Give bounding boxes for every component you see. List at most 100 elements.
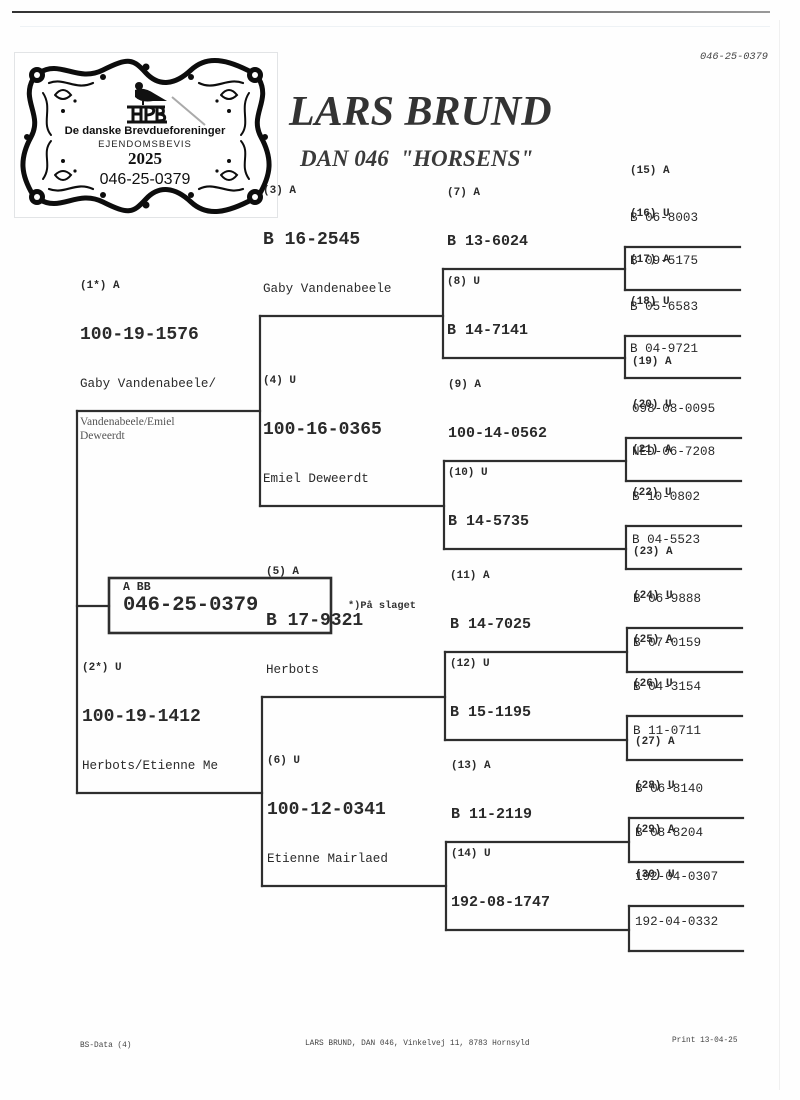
pedigree-node-sire: (1*) A 100-19-1576 Gaby Vandenabeele/: [80, 244, 216, 411]
node-ring: B 04-5523: [632, 533, 701, 547]
node-ring: 192-04-0332: [635, 915, 719, 929]
node-label: (14) U: [451, 848, 491, 860]
node-ring: B 16-2545: [263, 230, 361, 250]
pedigree-node-18: (18) U B 04-9721: [630, 261, 698, 378]
pedigree-node-5: (5) A B 17-9321 Herbots: [266, 530, 363, 697]
pedigree-node-21: (21) A B 10-0802: [632, 409, 700, 526]
pedigree-node-7: (7) A B 13-6024: [447, 151, 528, 269]
node-breeder: Emiel Deweerdt: [263, 472, 369, 486]
node-label: (1*) A: [80, 280, 120, 292]
node-label: (11) A: [450, 570, 490, 582]
pedigree-node-20: (20) U NED-06-7208: [632, 364, 715, 481]
owner-name: LARS BRUND: [289, 89, 552, 135]
node-ring: B 14-7141: [447, 322, 529, 339]
node-ring: B 11-2119: [451, 806, 533, 823]
node-ring: 100-19-1412: [82, 707, 201, 727]
ornamental-frame-icon: [20, 57, 272, 215]
node-label: (18) U: [630, 296, 670, 308]
node-label: (10) U: [448, 467, 488, 479]
node-ring: B 13-6024: [447, 233, 529, 250]
node-label: (26) U: [633, 678, 673, 690]
node-label: (17) A: [630, 254, 670, 266]
node-ring: B 11-0711: [633, 724, 702, 738]
node-ring: B 10-0802: [632, 490, 701, 504]
node-label: (30) U: [635, 869, 675, 881]
node-ring: B 06-8140: [635, 782, 704, 796]
pedigree-node-8: (8) U B 14-7141: [447, 240, 528, 358]
node-label: (16) U: [630, 208, 670, 220]
stamp-year: 2025: [128, 149, 162, 168]
node-ring: 100-12-0341: [267, 800, 386, 820]
association-monogram-icon: [127, 105, 167, 124]
node-ring: B 09-5175: [630, 254, 699, 268]
node-ring: 192-08-1747: [451, 894, 551, 911]
node-label: (7) A: [447, 187, 481, 199]
node-label: (15) A: [630, 165, 670, 177]
node-breeder: Gaby Vandenabeele: [263, 282, 392, 296]
node-label: (8) U: [447, 276, 481, 288]
node-ring: B 04-3154: [633, 680, 702, 694]
node-label: (9) A: [448, 379, 482, 391]
node-label: (24) U: [633, 590, 673, 602]
sire-breeder-continuation: Vandenabeele/Emiel Deweerdt: [80, 415, 175, 443]
pedigree-node-9: (9) A 100-14-0562: [448, 343, 547, 461]
pedigree-node-26: (26) U B 11-0711: [633, 643, 701, 760]
node-label: (28) U: [635, 780, 675, 792]
subject-box-border: [107, 576, 333, 635]
pedigree-node-11: (11) A B 14-7025: [450, 534, 531, 652]
pedigree-node-24: (24) U B 07-0159: [633, 555, 701, 672]
node-label: (25) A: [633, 634, 673, 646]
node-label: (23) A: [633, 546, 673, 558]
node-ring: B 14-5735: [448, 513, 530, 530]
node-label: (29) A: [635, 824, 675, 836]
breeder-line: Vandenabeele/Emiel: [80, 416, 175, 428]
pedigree-node-12: (12) U B 15-1195: [450, 622, 531, 740]
node-ring: B 08-8204: [635, 826, 704, 840]
node-ring: B 06-8003: [630, 211, 699, 225]
node-ring: B 05-6583: [630, 300, 699, 314]
pedigree-node-16: (16) U B 09-5175: [630, 173, 698, 290]
node-ring: B 15-1195: [450, 704, 532, 721]
pedigree-node-6: (6) U 100-12-0341 Etienne Mairlaed: [267, 719, 388, 886]
pigeon-icon: [135, 82, 167, 105]
frame-rosettes-icon: [24, 63, 268, 209]
node-ring: B 06-9888: [633, 592, 702, 606]
node-label: (19) A: [632, 356, 672, 368]
node-ring: 100-19-1576: [80, 325, 199, 345]
ownership-stamp: De danske Brevdueforeninger EJENDOMSBEVI…: [15, 53, 277, 217]
node-breeder: Herbots/Etienne Me: [82, 759, 219, 773]
pedigree-node-17: (17) A B 05-6583: [630, 219, 698, 336]
scan-edge-line: [20, 26, 770, 27]
node-label: (22) U: [632, 487, 672, 499]
pedigree-node-4: (4) U 100-16-0365 Emiel Deweerdt: [263, 339, 382, 506]
pedigree-node-29: (29) A 192-04-0307: [635, 789, 718, 906]
scan-edge-right: [779, 20, 780, 1090]
stamp-ring-number: 046-25-0379: [100, 171, 191, 188]
breeder-line: Deweerdt: [80, 430, 125, 442]
pedigree-node-25: (25) A B 04-3154: [633, 599, 701, 716]
pedigree-node-23: (23) A B 06-9888: [633, 511, 701, 628]
node-ring: B 17-9321: [266, 611, 364, 631]
node-label: (21) A: [632, 444, 672, 456]
pedigree-node-3: (3) A B 16-2545 Gaby Vandenabeele: [263, 149, 391, 316]
node-ring: B 04-9721: [630, 342, 699, 356]
node-label: (2*) U: [82, 662, 122, 674]
node-ring: 100-14-0562: [448, 425, 548, 442]
pedigree-node-27: (27) A B 06-8140: [635, 701, 703, 818]
node-label: (3) A: [263, 185, 297, 197]
node-label: (5) A: [266, 566, 300, 578]
pedigree-node-14: (14) U 192-08-1747: [451, 812, 550, 930]
pedigree-node-19: (19) A 098-08-0095: [632, 321, 715, 438]
node-label: (27) A: [635, 736, 675, 748]
pedigree-node-10: (10) U B 14-5735: [448, 431, 529, 549]
node-ring: 098-08-0095: [632, 402, 716, 416]
node-ring: B 14-7025: [450, 616, 532, 633]
node-ring: NED-06-7208: [632, 445, 716, 459]
node-ring: 100-16-0365: [263, 420, 382, 440]
stamp-title: EJENDOMSBEVIS: [98, 139, 192, 150]
pedigree-node-15: (15) A B 06-8003: [630, 130, 698, 247]
node-label: (13) A: [451, 760, 491, 772]
node-breeder: Etienne Mairlaed: [267, 852, 388, 866]
node-label: (20) U: [632, 399, 672, 411]
